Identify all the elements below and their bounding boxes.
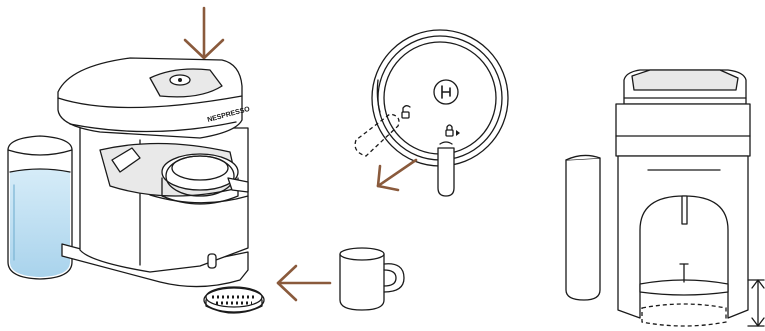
vertical-double-arrow-icon [748, 280, 764, 326]
down-arrow-icon [185, 8, 223, 58]
front-water-tank [566, 158, 600, 300]
mug-icon [340, 248, 404, 310]
panel-lever-dial [355, 30, 508, 196]
lowered-tray-position [642, 304, 726, 326]
front-spout [682, 196, 687, 224]
spout [208, 254, 216, 268]
lever-handle [438, 148, 454, 196]
diagonal-arrow-icon [378, 160, 416, 190]
water-level [10, 169, 70, 277]
front-head-cap [632, 70, 738, 90]
front-head-band [616, 104, 750, 156]
left-arrow-icon [278, 266, 330, 300]
panel-machine-perspective: NESPRESSO [8, 8, 404, 313]
diagonal-arrow-shaft [378, 160, 416, 186]
water-tank [8, 136, 72, 279]
panel-machine-front [566, 70, 764, 326]
drip-tray [204, 287, 264, 313]
